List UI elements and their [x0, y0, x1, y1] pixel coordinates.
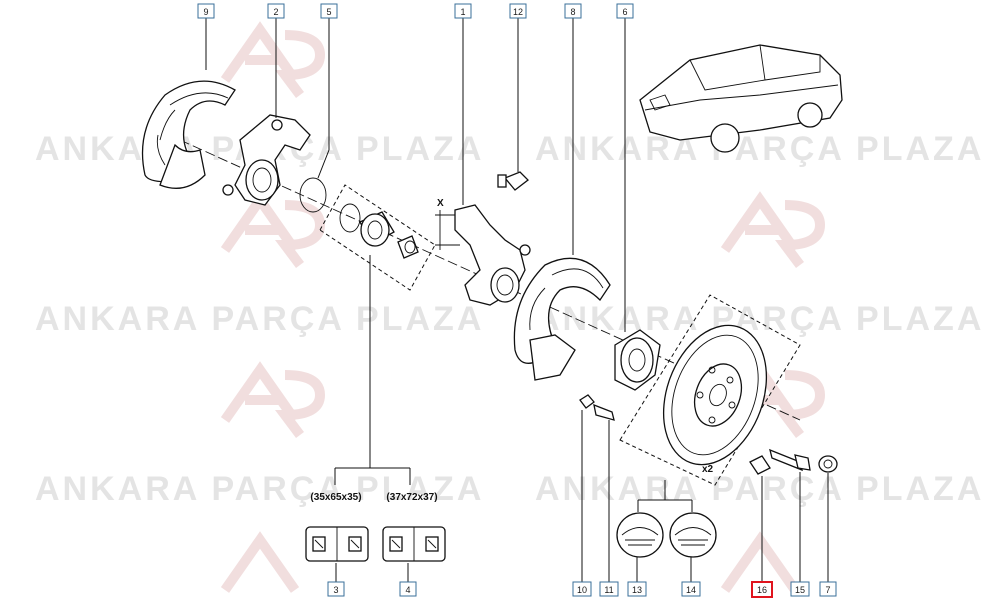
- callout-15[interactable]: 15: [790, 581, 810, 597]
- svg-text:12: 12: [513, 7, 523, 17]
- brake-pad-14: [669, 512, 717, 558]
- dust-shield-center: [513, 257, 611, 381]
- svg-text:6: 6: [622, 7, 627, 17]
- svg-text:11: 11: [604, 585, 613, 595]
- bearing-section-3: [305, 526, 369, 562]
- svg-text:16: 16: [757, 585, 767, 595]
- callout-9[interactable]: 9: [197, 3, 215, 19]
- nut-7: [818, 455, 838, 473]
- svg-text:10: 10: [577, 585, 587, 595]
- svg-text:8: 8: [570, 7, 575, 17]
- quantity-label: x2: [702, 464, 714, 475]
- watermark-text: ANKARA PARÇA PLAZA: [35, 470, 484, 508]
- callout-13[interactable]: 13: [627, 581, 647, 597]
- bearing-size-b: (37x72x37): [386, 492, 437, 503]
- svg-text:4: 4: [405, 585, 410, 595]
- callout-2[interactable]: 2: [267, 3, 285, 19]
- callout-3[interactable]: 3: [327, 581, 345, 597]
- svg-text:2: 2: [273, 7, 278, 17]
- brake-pad-13: [616, 512, 664, 558]
- callout-7[interactable]: 7: [819, 581, 837, 597]
- watermark-text: ANKARA PARÇA PLAZA: [535, 300, 984, 338]
- bearing-size-a: (35x65x35): [310, 492, 361, 503]
- callout-14[interactable]: 14: [681, 581, 701, 597]
- vehicle-illustration: [639, 44, 843, 153]
- leader-lines: [205, 18, 829, 582]
- callout-4[interactable]: 4: [399, 581, 417, 597]
- bolt-10-11: [579, 394, 615, 421]
- callout-11[interactable]: 11: [599, 581, 619, 597]
- watermark-text: ANKARA PARÇA PLAZA: [535, 130, 984, 168]
- bearing-kit-box: [319, 184, 436, 291]
- circlip-left: [299, 177, 327, 213]
- watermark-layer: ANKARA PARÇA PLAZA ANKARA PARÇA PLAZA AN…: [35, 21, 984, 593]
- svg-text:7: 7: [825, 585, 830, 595]
- bearing-section-4: [382, 526, 446, 562]
- screw-16: [749, 455, 771, 475]
- callout-10[interactable]: 10: [572, 581, 592, 597]
- svg-text:14: 14: [686, 585, 696, 595]
- svg-text:3: 3: [333, 585, 338, 595]
- watermark-text: ANKARA PARÇA PLAZA: [535, 470, 984, 508]
- callout-16[interactable]: 16: [751, 581, 773, 598]
- callout-8[interactable]: 8: [564, 3, 582, 19]
- svg-text:1: 1: [460, 7, 465, 17]
- brake-disc-box: x2: [619, 294, 801, 486]
- svg-text:5: 5: [326, 7, 331, 17]
- dust-shield-left: [141, 80, 236, 189]
- axis-marker-label: X: [437, 198, 444, 209]
- steering-knuckle-center: X: [435, 198, 531, 306]
- bolt-12: [497, 171, 529, 191]
- svg-text:15: 15: [795, 585, 805, 595]
- svg-text:9: 9: [203, 7, 208, 17]
- callout-5[interactable]: 5: [320, 3, 338, 19]
- wheel-hub: [614, 329, 661, 391]
- steering-knuckle-left: [222, 114, 311, 206]
- watermark-text: ANKARA PARÇA PLAZA: [35, 300, 484, 338]
- callout-12[interactable]: 12: [509, 3, 527, 19]
- callout-6[interactable]: 6: [616, 3, 634, 19]
- callout-1[interactable]: 1: [454, 3, 472, 19]
- svg-text:13: 13: [632, 585, 642, 595]
- bolt-15: [769, 448, 811, 472]
